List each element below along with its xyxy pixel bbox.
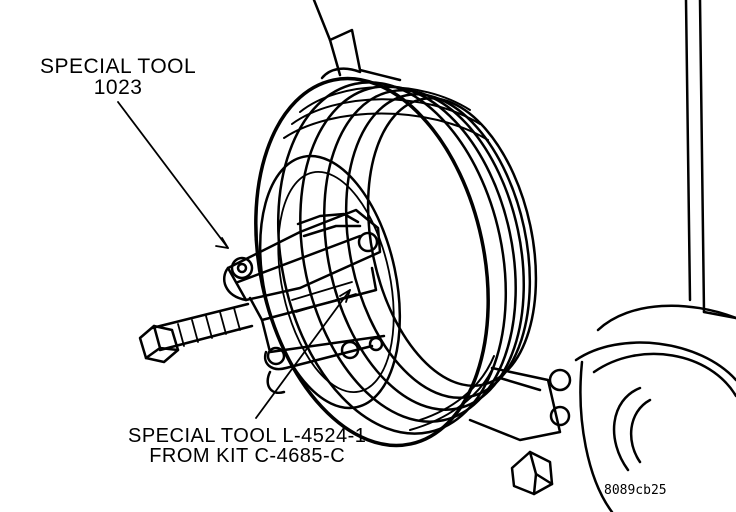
engine-block-outline xyxy=(596,0,736,332)
lower-mount-bracket xyxy=(468,366,572,442)
label-tool-l4524-line1: SPECIAL TOOL L-4524-1 xyxy=(128,425,367,447)
lower-bolt xyxy=(510,450,554,496)
label-tool-1023-line1: SPECIAL TOOL xyxy=(40,55,197,78)
vibration-damper-pulley xyxy=(254,76,538,448)
label-special-tool-1023: SPECIAL TOOL 1023 xyxy=(40,56,196,98)
label-special-tool-l4524: SPECIAL TOOL L-4524-1 FROM KIT C-4685-C xyxy=(128,426,366,466)
arrowhead-tool-1023 xyxy=(215,237,229,249)
figure-code: 8089cb25 xyxy=(604,483,667,498)
leader-line-tool-l4524 xyxy=(255,289,351,419)
puller-tool-1023 xyxy=(138,208,386,395)
leader-lines xyxy=(117,101,351,419)
label-tool-l4524-line2: FROM KIT C-4685-C xyxy=(149,445,346,467)
arrowhead-tool-l4524 xyxy=(339,289,351,303)
leader-line-tool-1023 xyxy=(117,101,229,249)
right-housing xyxy=(574,341,736,512)
label-tool-1023-line2: 1023 xyxy=(93,76,143,99)
upper-bracket xyxy=(312,0,402,82)
